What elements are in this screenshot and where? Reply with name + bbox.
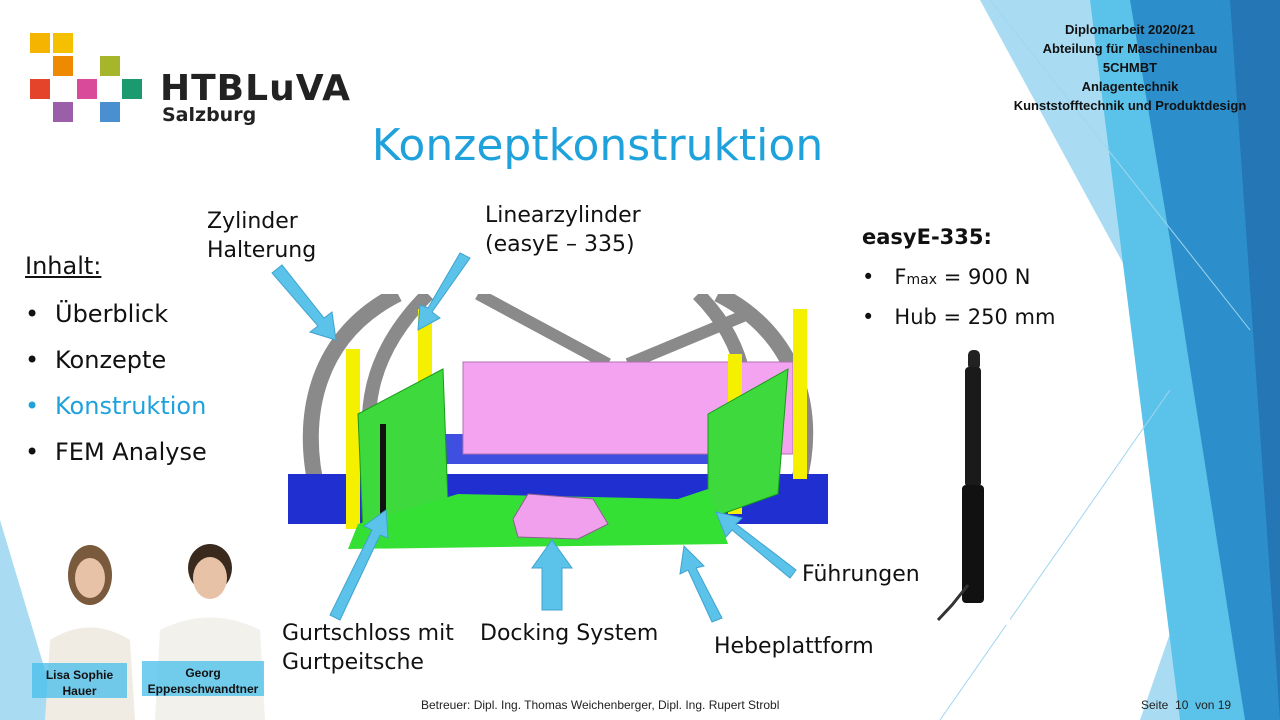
label-docking-system: Docking System [480,621,659,646]
label-linearzylinder: Linearzylinder(easyE – 335) [485,203,641,257]
contents-menu: Inhalt: •Überblick •Konzepte •Konstrukti… [25,252,207,484]
arrow-zylinder-halterung [271,264,337,341]
arrow-linearzylinder [417,252,471,331]
spec-fmax: • Fmax = 900 N [862,265,1031,289]
spec-hub: • Hub = 250 mm [862,305,1056,329]
menu-item-label: Konstruktion [55,392,207,420]
actuator-specs: easyE-335: • Fmax = 900 N • Hub = 250 mm [862,225,1055,329]
info-line: Anlagentechnik [1081,79,1179,94]
info-line: Kunststofftechnik und Produktdesign [1013,98,1247,113]
menu-item-konzepte[interactable]: •Konzepte [25,346,167,374]
info-line: Abteilung für Maschinenbau [1042,41,1218,56]
arrow-gurtschloss [329,509,389,621]
arrow-docking [531,539,573,611]
spec-title: easyE-335: [862,225,992,249]
menu-item-fem-analyse[interactable]: •FEM Analyse [25,438,207,466]
cad-model-image [278,294,838,554]
thesis-info: Diplomarbeit 2020/21 Abteilung für Masch… [995,20,1265,115]
menu-item-label: FEM Analyse [55,438,207,466]
arrow-hebeplattform [679,544,723,623]
menu-item-konstruktion[interactable]: •Konstruktion [25,392,207,420]
logo-name: HTBLuVA [160,68,351,109]
contents-heading: Inhalt: [25,252,102,280]
menu-item-label: Überblick [55,300,169,328]
info-line: Diplomarbeit 2020/21 [1064,22,1196,37]
arrow-fuehrungen [715,511,797,579]
info-line: 5CHMBT [1102,60,1158,75]
label-hebeplattform: Hebeplattform [714,634,874,659]
logo-city: Salzburg [162,104,257,126]
menu-item-label: Konzepte [55,346,167,374]
label-fuehrungen: Führungen [802,562,920,587]
supervisors: Betreuer: Dipl. Ing. Thomas Weichenberge… [421,698,780,712]
menu-item-ueberblick[interactable]: •Überblick [25,300,169,328]
linear-actuator-image [930,345,1010,625]
page-number: Seite 10 von 19 [1141,698,1232,712]
slide-title: Konzeptkonstruktion [371,120,824,171]
